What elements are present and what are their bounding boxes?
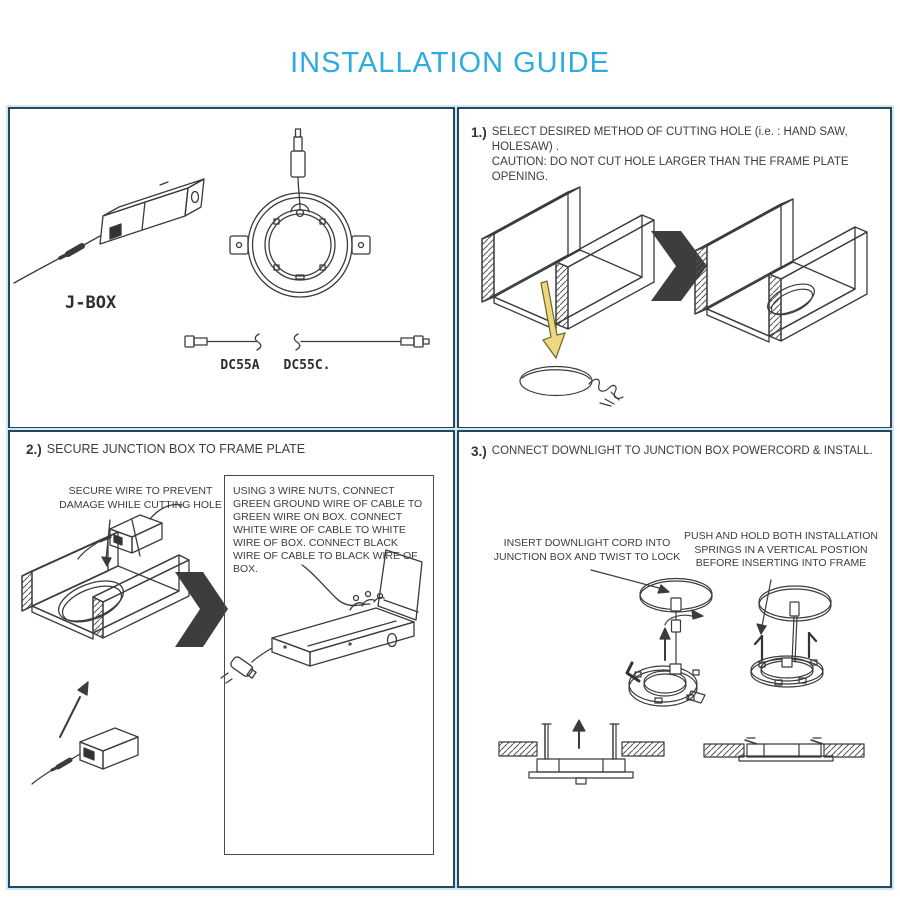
panel-step3-connect-install: 3.) CONNECT DOWNLIGHT TO JUNCTION BOX PO… <box>457 430 892 888</box>
downlight-springs-vertical-drawing <box>750 585 832 688</box>
cable-dc55a-label: DC55A <box>220 358 260 373</box>
step2-title: SECURE JUNCTION BOX TO FRAME PLATE <box>46 442 306 456</box>
cutting-template-disc <box>519 365 624 407</box>
jbox-drawing <box>13 178 205 284</box>
panel-step2-secure-box: 2.) SECURE JUNCTION BOX TO FRAME PLATE S… <box>8 430 455 888</box>
step1-heading: 1.) SELECT DESIRED METHOD OF CUTTING HOL… <box>471 125 881 185</box>
secure-wire-note: SECURE WIRE TO PREVENT DAMAGE WHILE CUTT… <box>59 485 222 511</box>
cross-section-installed <box>703 737 865 762</box>
step2-number: 2.) <box>26 442 42 457</box>
step1-text: SELECT DESIRED METHOD OF CUTTING HOLE (i… <box>492 125 881 185</box>
junction-box-open-drawing <box>220 549 423 684</box>
cable-dc55a-drawing <box>184 333 262 351</box>
kit-contents-illustration <box>13 128 430 351</box>
secure-box-illustration <box>21 503 423 785</box>
insert-up-arrow <box>59 681 89 738</box>
frame-with-junction-box <box>21 503 190 640</box>
cable-dc55c-drawing <box>293 333 430 351</box>
connect-install-illustration <box>498 569 865 785</box>
yellow-down-arrow <box>540 280 566 360</box>
step1-line2: CAUTION: DO NOT CUT HOLE LARGER THAN THE… <box>491 156 849 183</box>
frame-plate-right <box>694 198 868 343</box>
wiring-instructions-box: USING 3 WIRE NUTS, CONNECT GREEN GROUND … <box>224 475 434 855</box>
chevron-right-icon <box>175 572 228 647</box>
step1-line1: SELECT DESIRED METHOD OF CUTTING HOLE (i… <box>491 126 848 153</box>
frame-plate-left <box>481 186 655 331</box>
downlight-ring-drawing <box>229 128 371 298</box>
insert-cord-note: INSERT DOWNLIGHT CORD INTO JUNCTION BOX … <box>493 537 681 563</box>
panel-step1-cut-hole: 1.) SELECT DESIRED METHOD OF CUTTING HOL… <box>457 107 892 429</box>
cable-dc55c-label: DC55C. <box>283 358 331 373</box>
secure-note-leaders <box>101 519 141 567</box>
step3-heading: 3.) CONNECT DOWNLIGHT TO JUNCTION BOX PO… <box>471 444 886 459</box>
panel-kit-contents: J-BOX DC55A DC55C. <box>8 107 455 429</box>
page-title: INSTALLATION GUIDE <box>290 47 610 79</box>
step2-heading: 2.) SECURE JUNCTION BOX TO FRAME PLATE <box>26 442 446 457</box>
wiring-instructions-text: USING 3 WIRE NUTS, CONNECT GREEN GROUND … <box>233 485 423 575</box>
step1-number: 1.) <box>471 125 487 140</box>
step3-number: 3.) <box>471 444 487 459</box>
hold-springs-note: PUSH AND HOLD BOTH INSTALLATION SPRINGS … <box>684 530 878 569</box>
jbox-label: J-BOX <box>65 293 117 313</box>
junction-box-small-drawing <box>31 727 139 785</box>
cross-section-inserting <box>498 719 665 785</box>
downlight-twist-lock-drawing <box>625 577 713 707</box>
step3-title: CONNECT DOWNLIGHT TO JUNCTION BOX POWERC… <box>491 445 873 457</box>
chevron-right-icon <box>651 231 707 301</box>
cut-hole-illustration <box>481 186 868 407</box>
